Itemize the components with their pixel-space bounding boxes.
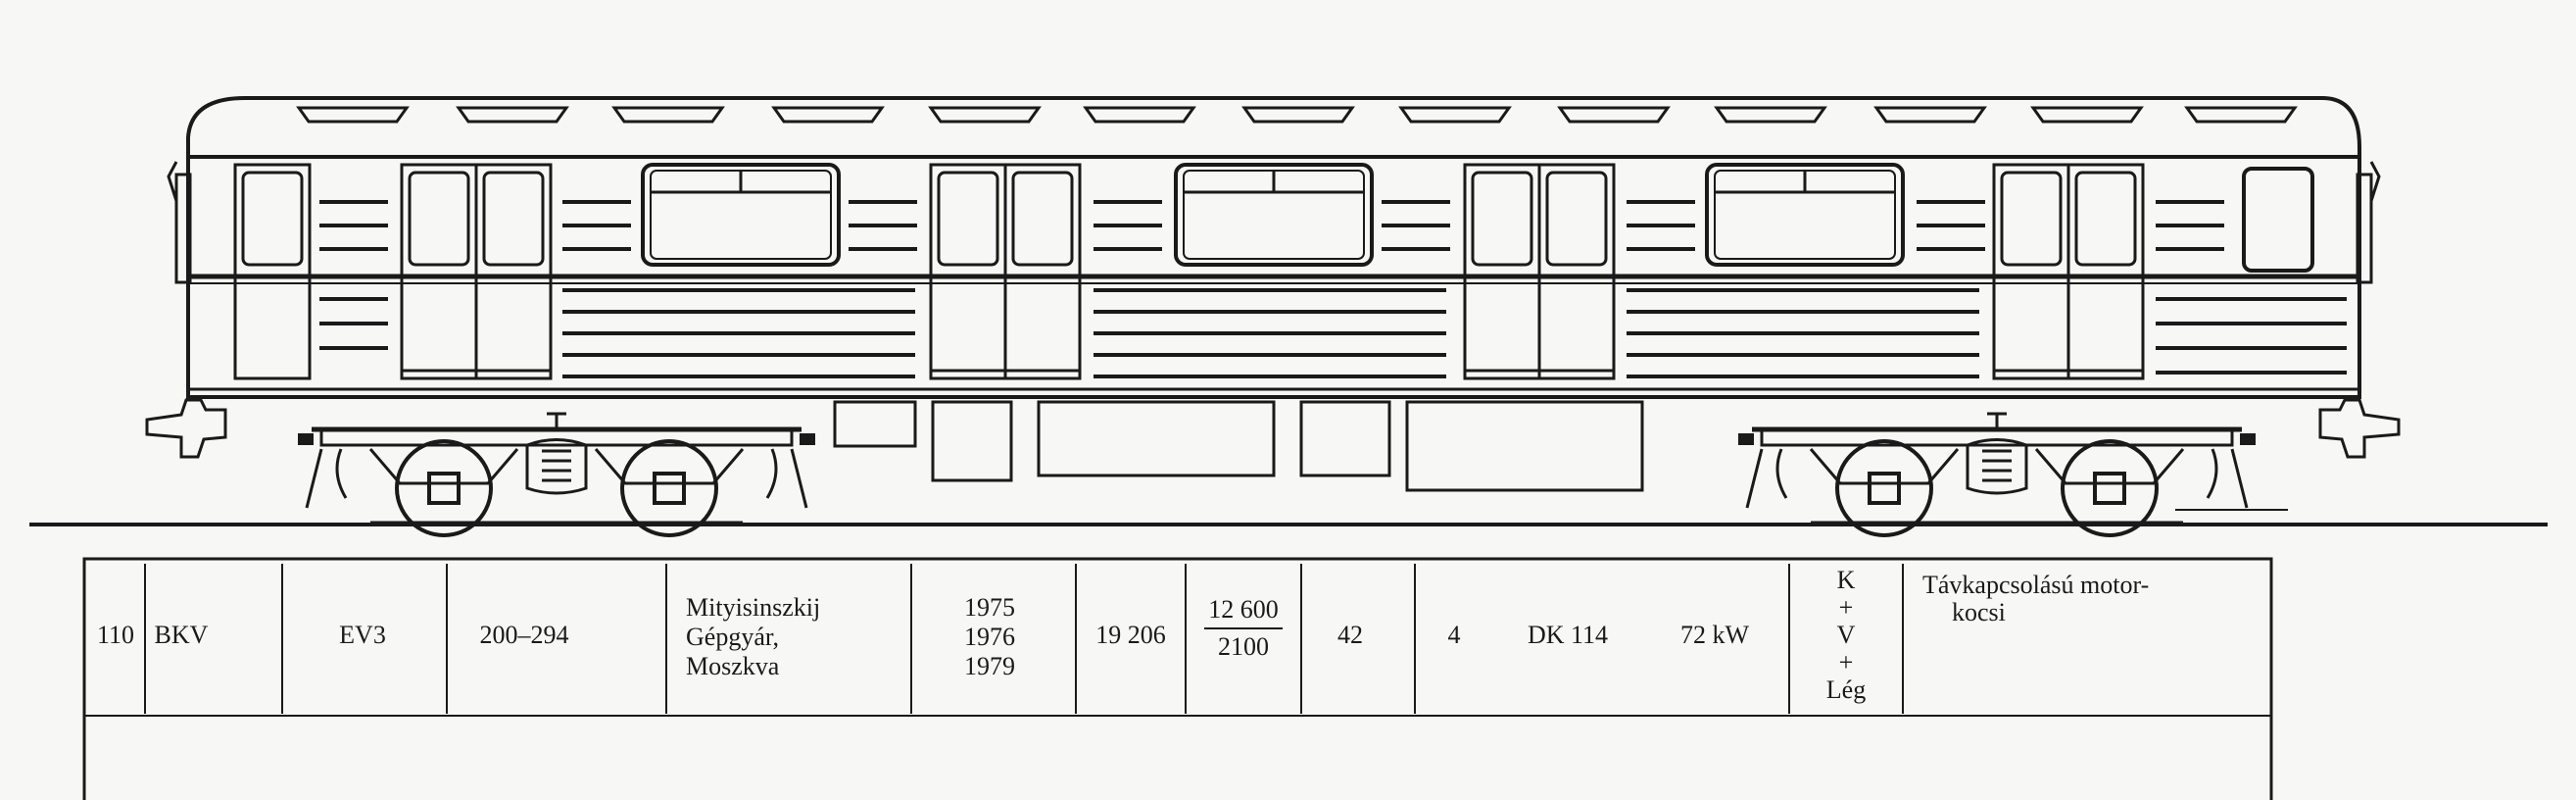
fraction-denominator: 2100 bbox=[1218, 632, 1269, 661]
manufacturer-line-2: Gépgyár, bbox=[686, 623, 779, 651]
build-years: 1975 1976 1979 bbox=[941, 593, 1039, 681]
passenger-doors bbox=[400, 163, 2145, 380]
underframe-equipment bbox=[833, 400, 1644, 492]
remarks: Távkapcsolású motor- kocsi bbox=[1922, 572, 2149, 626]
roof-vents bbox=[297, 106, 2297, 124]
build-year-3: 1979 bbox=[964, 652, 1015, 680]
row-number: 110 bbox=[96, 621, 135, 649]
brake-k: K bbox=[1836, 566, 1856, 594]
bogie-left bbox=[298, 414, 815, 535]
remarks-line-2: kocsi bbox=[1952, 598, 2006, 626]
car-body bbox=[167, 96, 2381, 399]
side-windows bbox=[641, 163, 1905, 267]
operator: BKV bbox=[154, 621, 209, 649]
vehicle-numbers: 200–294 bbox=[479, 621, 569, 649]
manufacturer-line-1: Mityisinszkij bbox=[686, 593, 821, 622]
brake-plus-2: + bbox=[1838, 648, 1854, 676]
fraction-bar bbox=[1204, 627, 1283, 629]
coupler-left bbox=[145, 398, 227, 459]
bogie-right bbox=[1738, 414, 2256, 535]
brake-v: V bbox=[1836, 621, 1856, 649]
upper-louvers bbox=[317, 200, 2226, 251]
build-year-2: 1976 bbox=[964, 623, 1015, 651]
vehicle-type: EV3 bbox=[339, 621, 386, 649]
seats: 42 bbox=[1337, 621, 1363, 649]
rail-line bbox=[29, 509, 2548, 526]
motor-power: 72 kW bbox=[1679, 621, 1750, 649]
manufacturer: Mityisinszkij Gépgyár, Moszkva bbox=[686, 593, 820, 681]
brake-systems: K + V + Lég bbox=[1793, 567, 1899, 704]
end-door-left bbox=[233, 163, 312, 380]
lower-panel-ribs bbox=[319, 288, 2347, 378]
manufacturer-line-3: Moszkva bbox=[686, 652, 780, 680]
remarks-line-1: Távkapcsolású motor- bbox=[1922, 571, 2150, 599]
wheelbase-fraction: 12 600 2100 bbox=[1191, 595, 1296, 662]
motor-count: 4 bbox=[1447, 621, 1461, 649]
build-year-1: 1975 bbox=[964, 593, 1015, 622]
brake-leg: Lég bbox=[1825, 675, 1867, 704]
length-value: 19 206 bbox=[1095, 621, 1166, 649]
data-table-frame bbox=[82, 557, 2273, 800]
end-window-right bbox=[2242, 167, 2314, 273]
coupler-right bbox=[2318, 398, 2401, 459]
motor-type: DK 114 bbox=[1527, 621, 1609, 649]
brake-plus-1: + bbox=[1838, 593, 1854, 622]
fraction-numerator: 12 600 bbox=[1208, 595, 1279, 624]
